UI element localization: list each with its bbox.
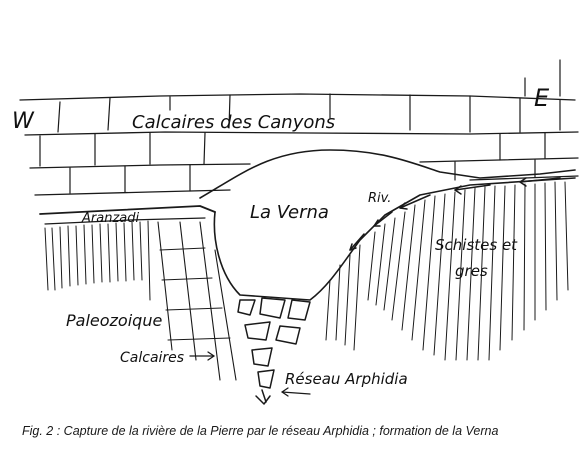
limestone-bedding — [19, 93, 579, 196]
upper-limestone-label: Calcaires des Canyons — [132, 112, 335, 133]
paleozoic-label: Paleozoique — [66, 311, 162, 330]
paleozoic-hatching — [44, 220, 151, 301]
west-label: W — [12, 109, 35, 134]
cavern-label: La Verna — [250, 202, 329, 223]
breccia-shaft — [237, 297, 311, 405]
river-arrows — [349, 177, 561, 251]
figure-caption: Fig. 2 : Capture de la rivière de la Pie… — [22, 424, 499, 438]
aranzadi-contact — [39, 205, 216, 215]
limestone-joints — [39, 59, 561, 194]
arranzadi-label: Aranzadi — [81, 211, 139, 226]
limestone-blocks — [157, 221, 237, 381]
cavern-roof — [199, 149, 576, 199]
schists-label-line2: gres — [455, 262, 488, 280]
river-label: Riv. — [368, 191, 391, 206]
geologic-cross-section: W E Calcaires des Canyons Aranzadi La Ve… — [12, 59, 579, 405]
schists-label-line1: Schistes et — [435, 236, 518, 254]
schist-hatching — [325, 181, 569, 361]
cavern-floor — [213, 177, 576, 301]
east-label: E — [534, 84, 550, 112]
network-arrow — [281, 391, 311, 395]
limestone-label: Calcaires — [120, 350, 184, 366]
network-label: Réseau Arphidia — [285, 370, 408, 388]
